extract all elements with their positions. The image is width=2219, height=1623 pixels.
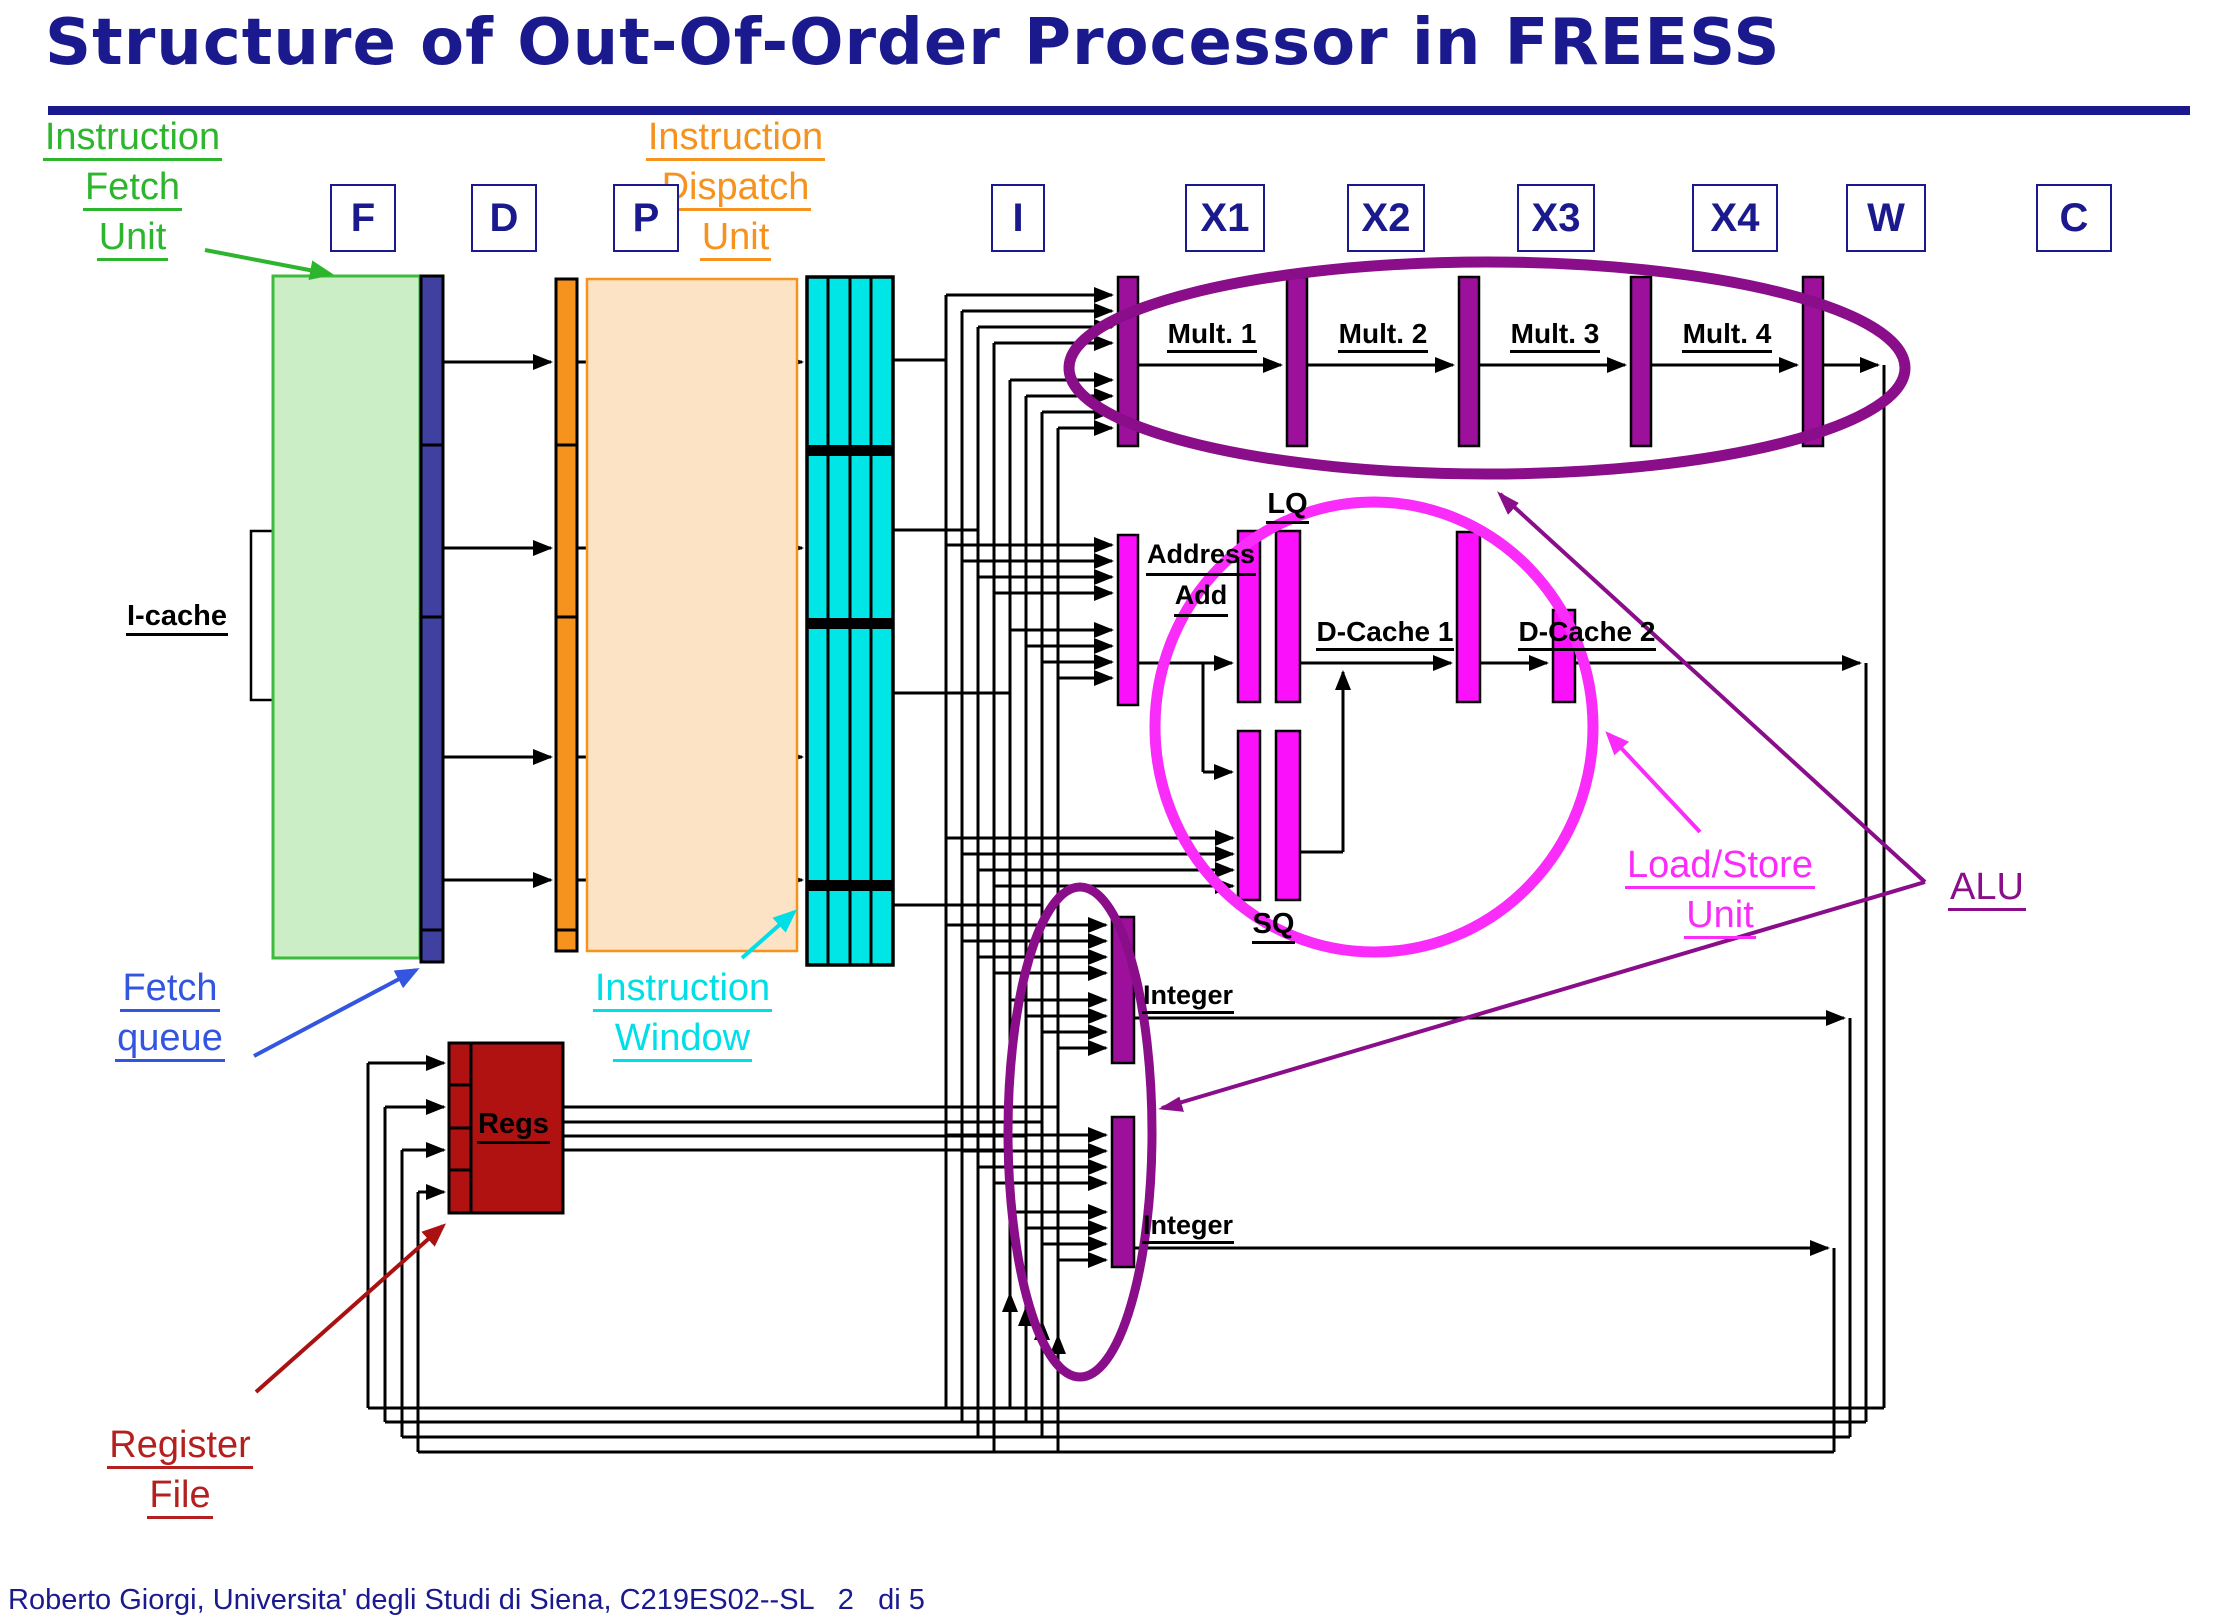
label-mult-2: Mult. 2 [1323, 318, 1443, 353]
annotation-arrows [204, 205, 1927, 1394]
stage-box-d: D [471, 184, 537, 252]
label-instruction-dispatch-unit: Instruction Dispatch Unit [618, 112, 853, 262]
alu-arrow-integer [1158, 880, 1926, 1112]
label-mult-3: Mult. 3 [1495, 318, 1615, 353]
label-instruction-window: Instruction Window [560, 963, 805, 1063]
label-lq: LQ [1250, 488, 1325, 524]
mult-latch-4 [1629, 275, 1653, 448]
label-fetch-queue: Fetch queue [90, 963, 250, 1063]
fetch-queue-bar [419, 274, 445, 964]
stage-box-w: W [1846, 184, 1926, 252]
label-integer-1: Integer [1142, 980, 1235, 1014]
integer-ellipse [1003, 882, 1157, 1382]
functional-blocks [249, 274, 1825, 1269]
label-mult-1: Mult. 1 [1152, 318, 1272, 353]
label-dcache1: D-Cache 1 [1310, 616, 1460, 651]
instruction-window-arrow [740, 909, 797, 960]
label-regs: Regs [477, 1108, 550, 1144]
label-address-add: Address Add [1140, 535, 1262, 617]
label-icache: I-cache [126, 600, 228, 636]
label-sq: SQ [1236, 908, 1311, 944]
mult-latch-2 [1285, 275, 1309, 448]
label-dcache2: D-Cache 2 [1512, 616, 1662, 651]
stage-box-c: C [2036, 184, 2112, 252]
icache-box [249, 529, 275, 702]
store-queue-bar-1 [1236, 729, 1262, 902]
stage-box-x4: X4 [1692, 184, 1778, 252]
stage-box-p: P [613, 184, 679, 252]
integer-latch-2 [1110, 1115, 1136, 1269]
label-instruction-fetch-unit: Instruction Fetch Unit [25, 112, 240, 262]
fetch-unit-box [271, 274, 422, 960]
store-queue-bar-2 [1274, 729, 1302, 902]
dispatch-unit-box [585, 277, 799, 953]
fetch-unit-arrow [204, 248, 334, 281]
address-add-latch [1116, 533, 1140, 707]
footer-credit: Roberto Giorgi, Universita' degli Studi … [8, 1584, 925, 1616]
fetch-queue-arrow [253, 968, 420, 1058]
alu-arrow-mult [1497, 491, 1927, 884]
group-ellipses [1003, 256, 1911, 1382]
stage-box-x2: X2 [1347, 184, 1425, 252]
label-load-store-unit: Load/Store Unit [1575, 840, 1865, 940]
mult-latch-5 [1801, 275, 1825, 448]
stage-box-i: I [991, 184, 1045, 252]
decode-latch-bar [554, 277, 579, 953]
load-store-arrow [1605, 731, 1702, 834]
register-file-arrow [254, 1223, 446, 1394]
datapath-wires [275, 354, 1886, 1454]
page-title: Structure of Out-Of-Order Processor in F… [45, 6, 1781, 80]
title-underline [48, 106, 2190, 115]
wiring-harness [944, 287, 1235, 1452]
mult-latch-3 [1457, 275, 1481, 448]
load-queue-bar-2 [1274, 529, 1302, 704]
label-integer-2: Integer [1142, 1210, 1235, 1244]
load-store-ellipse [1149, 496, 1599, 958]
stage-box-f: F [330, 184, 396, 252]
dcache1-latch [1455, 530, 1482, 704]
mult-ellipse [1063, 256, 1911, 480]
stage-box-x1: X1 [1185, 184, 1265, 252]
label-register-file: Register File [95, 1420, 265, 1520]
label-mult-4: Mult. 4 [1667, 318, 1787, 353]
label-alu: ALU [1948, 862, 2026, 912]
stage-box-x3: X3 [1517, 184, 1595, 252]
